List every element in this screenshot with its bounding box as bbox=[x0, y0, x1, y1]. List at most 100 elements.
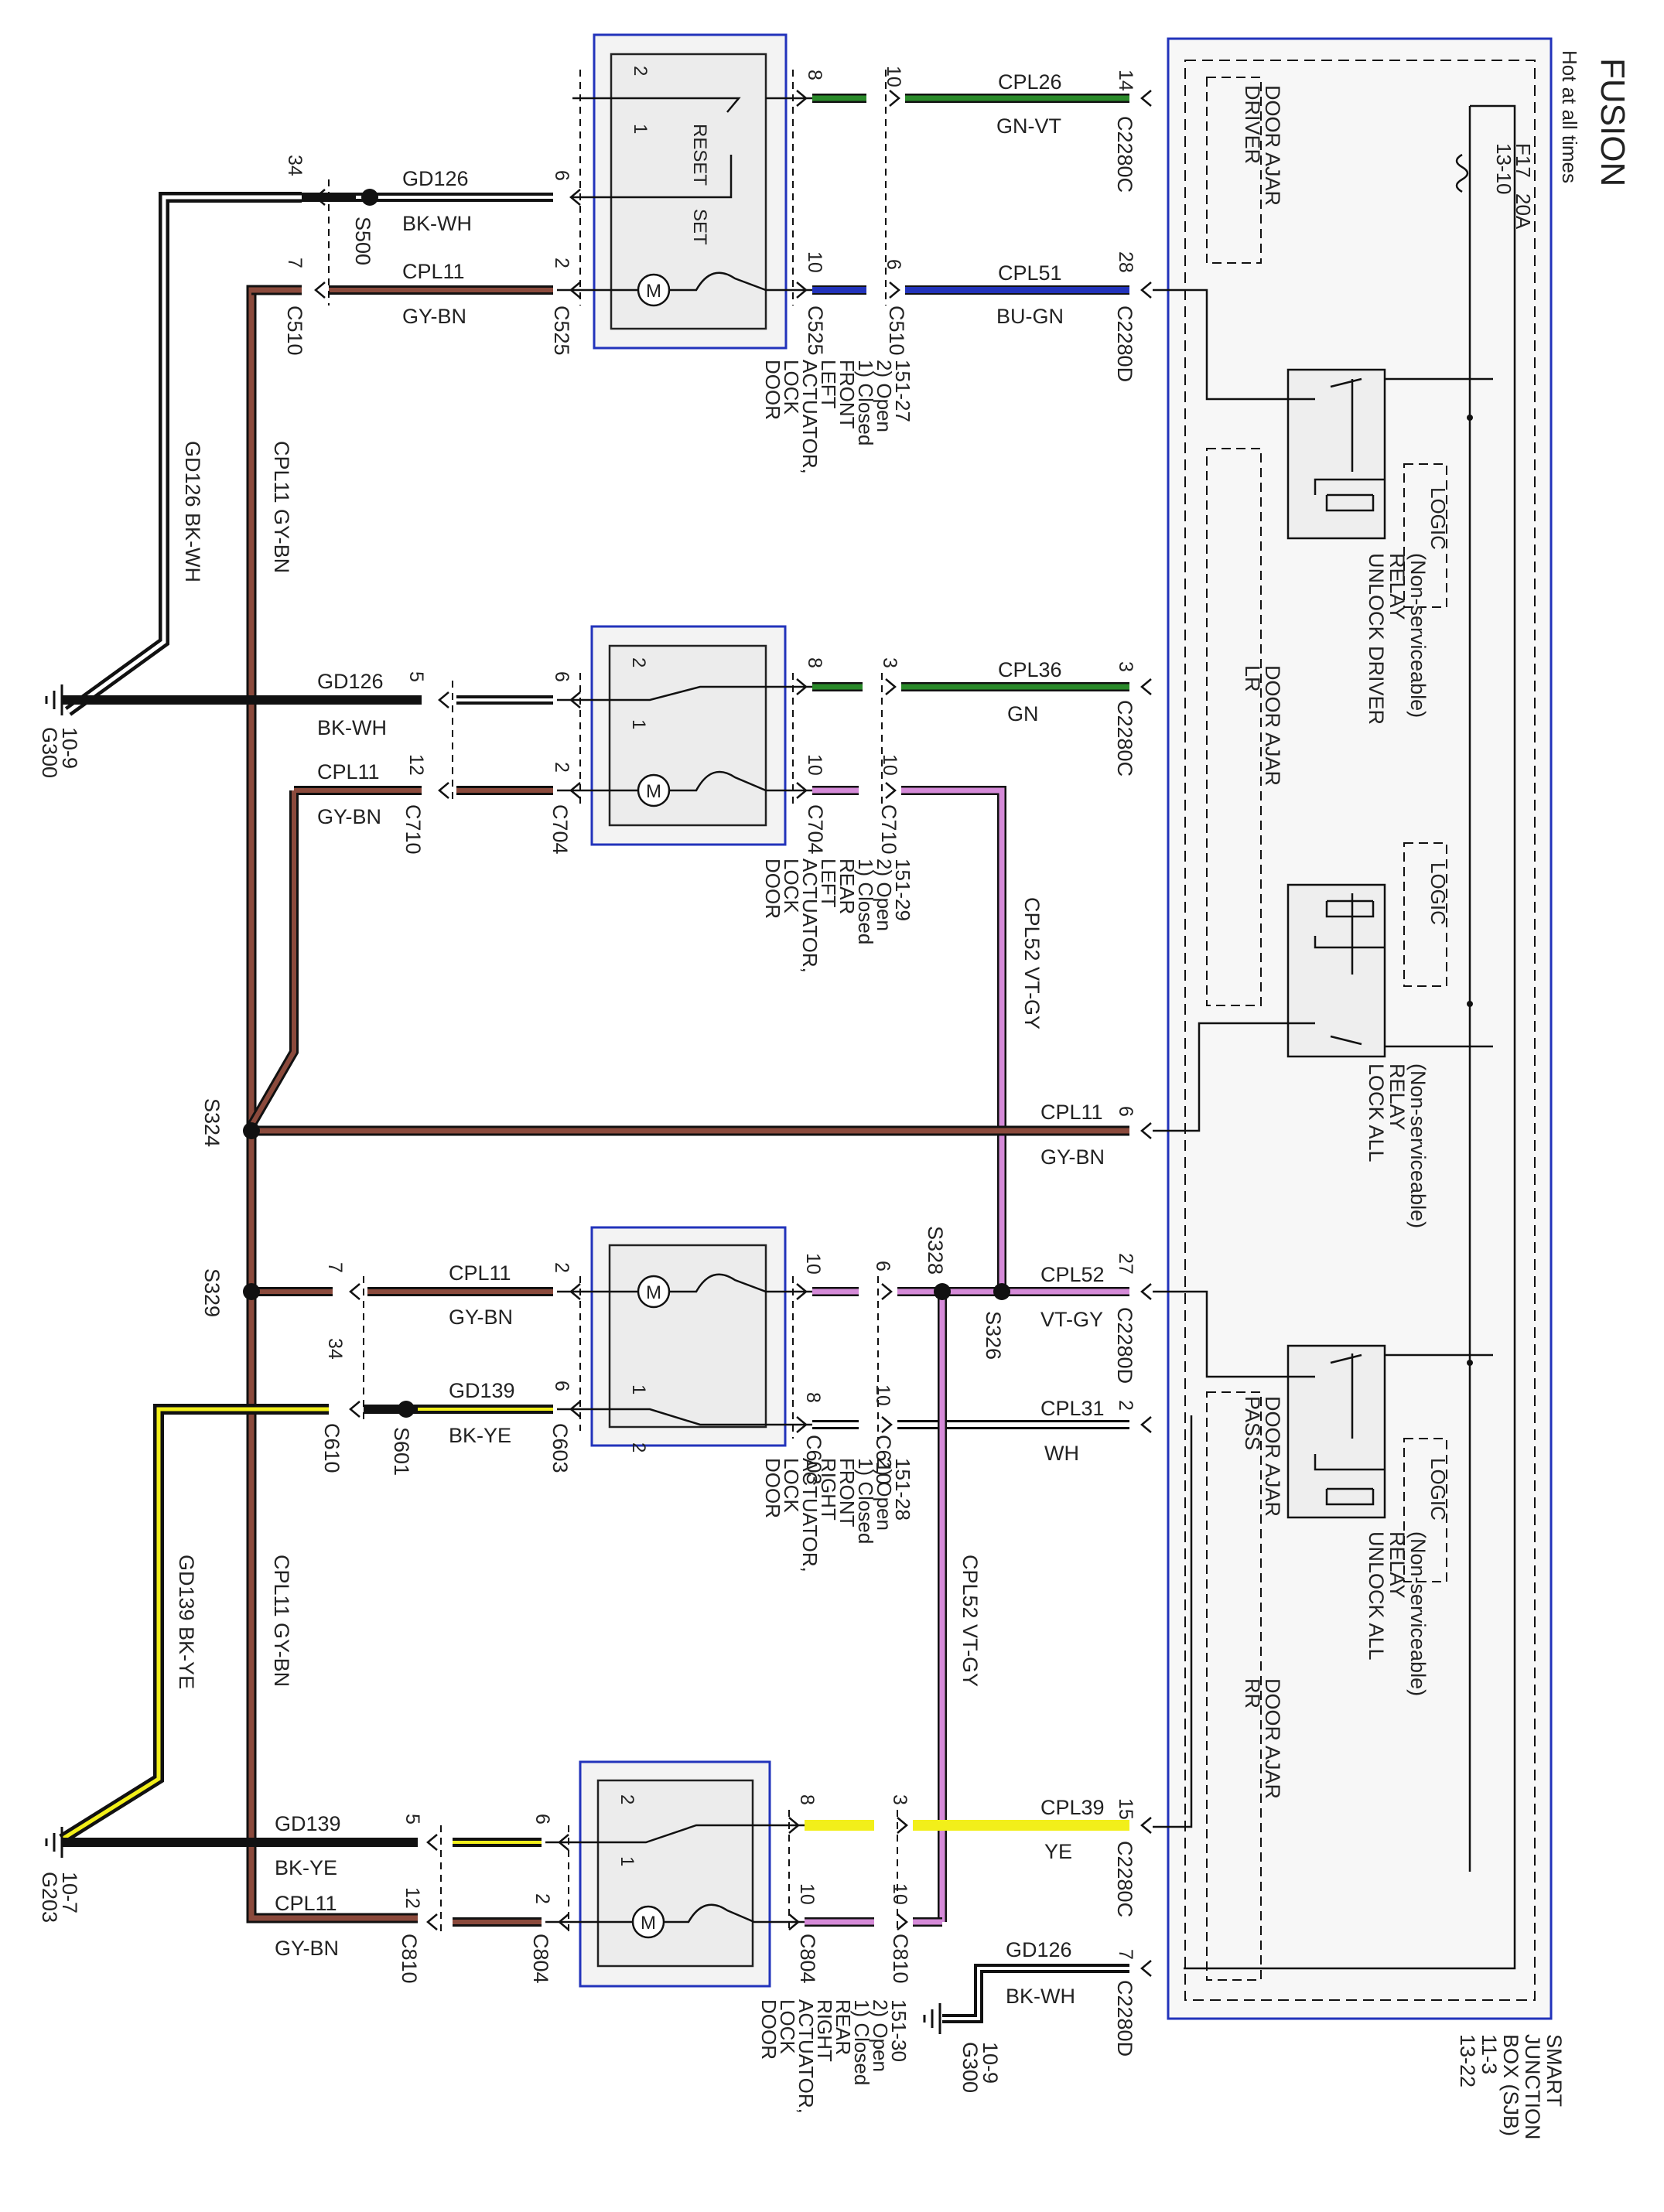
contact-1: 1 bbox=[628, 1384, 649, 1394]
contact-2: 2 bbox=[617, 1794, 637, 1804]
wire-lf-cpl11-name: CPL11 bbox=[402, 260, 465, 283]
svg-text:DOOR: DOOR bbox=[761, 360, 784, 420]
wire-lr-gd126-name: GD126 bbox=[317, 670, 384, 693]
pin-3: 3 bbox=[1115, 661, 1136, 672]
svg-text:LOCK: LOCK bbox=[776, 1999, 799, 2054]
svg-text:1) Closed: 1) Closed bbox=[850, 1999, 873, 2085]
pin-5: 5 bbox=[405, 671, 427, 682]
svg-text:10-9: 10-9 bbox=[979, 2042, 1002, 2084]
pin-5: 5 bbox=[401, 1814, 423, 1825]
pin-10: 10 bbox=[879, 754, 900, 776]
ground-symbols bbox=[45, 684, 941, 2034]
actuator-left-rear: M 2 1 bbox=[557, 625, 812, 846]
svg-text:(Non-serviceable): (Non-serviceable) bbox=[1406, 553, 1430, 718]
splice-label-s328: S328 bbox=[924, 1226, 947, 1275]
pin-2: 2 bbox=[551, 1262, 572, 1273]
wire-label-gd139-vertical: GD139 BK-YE bbox=[175, 1555, 198, 1689]
svg-text:13-22: 13-22 bbox=[1456, 2034, 1479, 2087]
rr-door-ajar-label: RR DOOR AJAR bbox=[1241, 1678, 1284, 1799]
pin-10: 10 bbox=[883, 66, 904, 87]
circuit-cpl39-color: YE bbox=[1044, 1840, 1072, 1863]
svg-text:REAR: REAR bbox=[832, 1999, 855, 2055]
svg-text:LR: LR bbox=[1241, 665, 1264, 692]
terminal-arrows bbox=[314, 89, 1153, 1978]
connector-c2280d: C2280D bbox=[1113, 1980, 1136, 2057]
svg-text:BOX (SJB): BOX (SJB) bbox=[1499, 2034, 1522, 2136]
wires bbox=[59, 70, 1129, 2023]
page-subtitle: Hot at all times bbox=[1558, 50, 1581, 183]
svg-text:FRONT: FRONT bbox=[835, 1458, 859, 1528]
splices bbox=[243, 189, 1010, 1418]
contact-2: 2 bbox=[628, 1442, 649, 1452]
splice-label-s326: S326 bbox=[982, 1311, 1005, 1360]
pin-8: 8 bbox=[802, 1392, 824, 1403]
svg-text:2) Open: 2) Open bbox=[869, 1999, 892, 2072]
svg-text:(Non-serviceable): (Non-serviceable) bbox=[1406, 1531, 1430, 1696]
lock-all-relay-label: LOCK ALL RELAY (Non-serviceable) bbox=[1365, 1063, 1430, 1228]
wire-lr-cpl11-name: CPL11 bbox=[317, 760, 380, 783]
connector-c710: C710 bbox=[877, 804, 900, 855]
unlock-all-relay-label: UNLOCK ALL RELAY (Non-serviceable) bbox=[1365, 1531, 1430, 1696]
wire-rf-cpl11-name: CPL11 bbox=[449, 1261, 511, 1285]
connector-c525: C525 bbox=[550, 306, 573, 356]
svg-text:151-29: 151-29 bbox=[891, 859, 914, 921]
pin-10: 10 bbox=[889, 1883, 911, 1905]
connector-c2280d: C2280D bbox=[1113, 1307, 1136, 1384]
actuator-right-rear: M 2 1 bbox=[545, 1760, 805, 1988]
pin-8: 8 bbox=[804, 70, 825, 80]
svg-text:DOOR AJAR: DOOR AJAR bbox=[1261, 1678, 1284, 1799]
connector-c610: C610 bbox=[872, 1435, 895, 1485]
logic-label: LOGIC bbox=[1427, 862, 1450, 925]
pin-10: 10 bbox=[872, 1384, 894, 1406]
connector-c510: C510 bbox=[885, 306, 908, 356]
svg-text:2) Open: 2) Open bbox=[873, 360, 896, 432]
svg-text:2) Open: 2) Open bbox=[873, 1458, 896, 1531]
smart-junction-box bbox=[1153, 37, 1553, 2020]
pin-2: 2 bbox=[551, 258, 572, 268]
pin-2: 2 bbox=[551, 762, 572, 773]
svg-text:LOCK: LOCK bbox=[780, 1458, 803, 1513]
wire-rr-cpl11-name: CPL11 bbox=[275, 1892, 337, 1915]
wire-rf-cpl11-color: GY-BN bbox=[449, 1306, 513, 1329]
svg-text:RELAY: RELAY bbox=[1386, 1531, 1409, 1599]
circuit-cpl52-color: VT-GY bbox=[1040, 1308, 1103, 1331]
splice-s500 bbox=[361, 189, 378, 206]
svg-text:DOOR AJAR: DOOR AJAR bbox=[1261, 1396, 1284, 1517]
circuit-cpl36-name: CPL36 bbox=[998, 658, 1062, 681]
pin-10: 10 bbox=[804, 251, 825, 273]
svg-text:G300: G300 bbox=[38, 727, 61, 778]
svg-text:REAR: REAR bbox=[835, 859, 859, 914]
svg-text:151-30: 151-30 bbox=[887, 1999, 911, 2062]
pin-7: 7 bbox=[324, 1262, 346, 1273]
splice-s324 bbox=[243, 1122, 260, 1139]
svg-text:DRIVER: DRIVER bbox=[1241, 85, 1264, 164]
connector-c804: C804 bbox=[529, 1934, 552, 1984]
svg-text:RIGHT: RIGHT bbox=[817, 1458, 840, 1521]
circuit-cpl52-name: CPL52 bbox=[1040, 1263, 1105, 1286]
wire-label-cpl11-upper: CPL11 GY-BN bbox=[270, 441, 293, 573]
connector-c610: C610 bbox=[320, 1423, 343, 1473]
pin-8: 8 bbox=[796, 1794, 818, 1805]
connector-c603: C603 bbox=[802, 1435, 825, 1485]
connector-c704: C704 bbox=[804, 804, 827, 855]
lock-all-relay bbox=[1286, 883, 1386, 1058]
pin-34: 34 bbox=[324, 1338, 346, 1360]
pin-7: 7 bbox=[1115, 1949, 1136, 1960]
circuit-cpl39-name: CPL39 bbox=[1040, 1796, 1105, 1819]
svg-text:(Non-serviceable): (Non-serviceable) bbox=[1406, 1063, 1430, 1228]
svg-text:ACTUATOR,: ACTUATOR, bbox=[798, 1458, 822, 1572]
connector-c2280c: C2280C bbox=[1113, 700, 1136, 777]
pin-6: 6 bbox=[883, 259, 904, 270]
wire-label-gd126-vertical: GD126 BK-WH bbox=[181, 441, 204, 582]
wire-lr-cpl11-color: GY-BN bbox=[317, 805, 381, 828]
sjb-label: SMART JUNCTION BOX (SJB) 11-3 13-22 bbox=[1456, 2034, 1566, 2140]
pin-34: 34 bbox=[284, 155, 306, 176]
circuit-cpl11-color: GY-BN bbox=[1040, 1145, 1105, 1169]
pin-6: 6 bbox=[551, 671, 572, 682]
svg-text:ACTUATOR,: ACTUATOR, bbox=[794, 1999, 818, 2114]
connector-c810: C810 bbox=[398, 1934, 421, 1984]
connector-c2280c: C2280C bbox=[1113, 116, 1136, 193]
logic-label: LOGIC bbox=[1427, 1458, 1450, 1521]
